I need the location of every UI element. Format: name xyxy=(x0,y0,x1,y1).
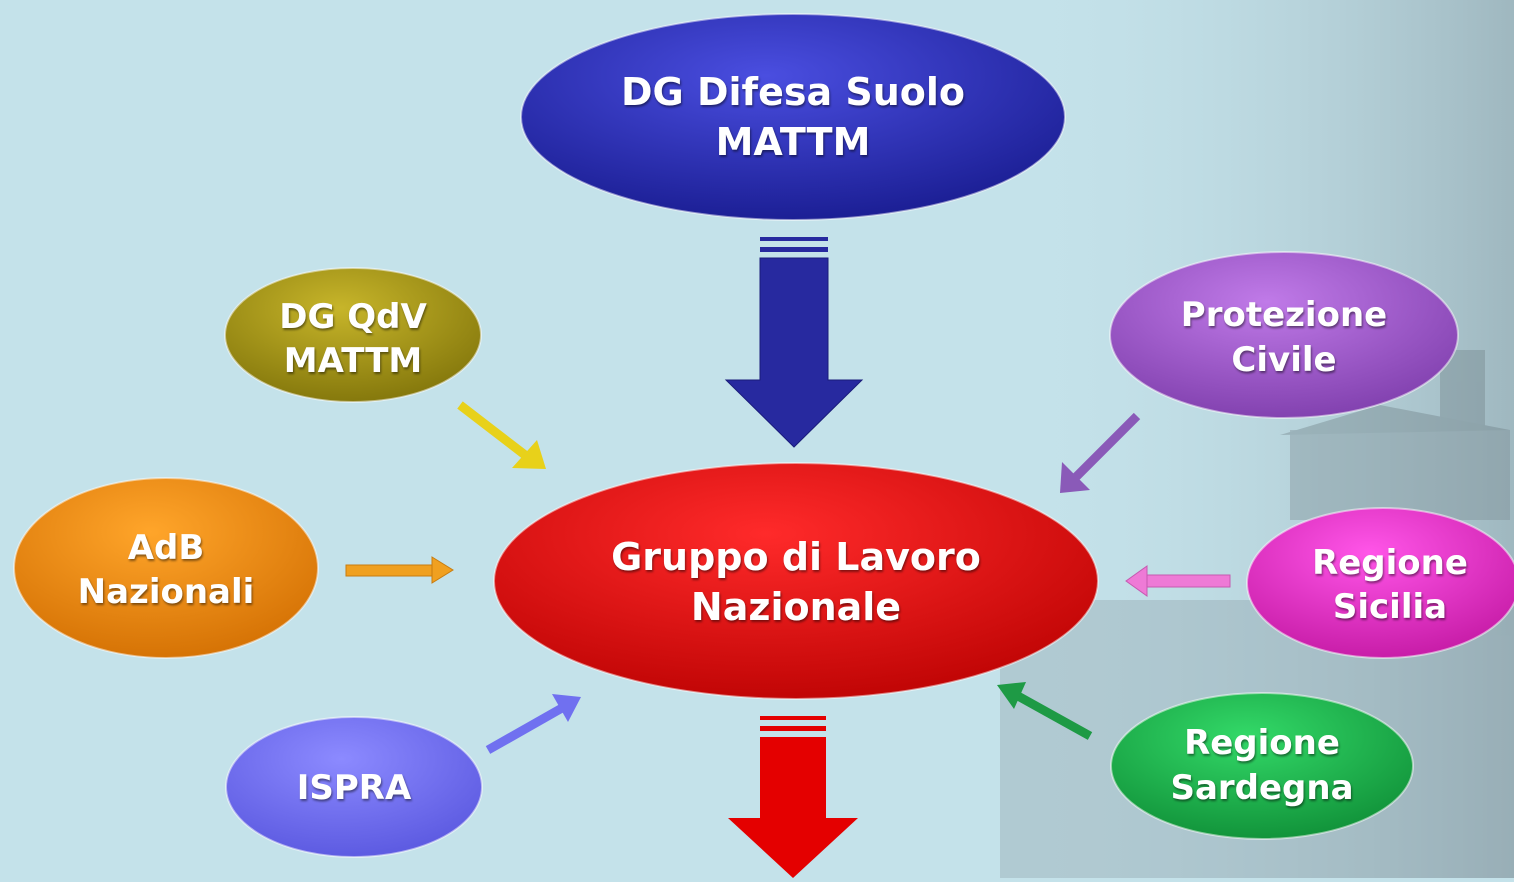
label-ispra-line1: ISPRA xyxy=(296,767,412,808)
arrow-adb-to-gruppo xyxy=(345,556,454,584)
node-sardegna xyxy=(1110,692,1414,840)
arrow-protezione-to-gruppo xyxy=(1060,412,1141,493)
label-dg-difesa-line2: MATTM xyxy=(715,119,871,164)
label-dg-difesa-line1: DG Difesa Suolo xyxy=(621,70,965,115)
arrow-sardegna-to-gruppo xyxy=(997,682,1093,740)
arrow-sicilia-to-gruppo xyxy=(1125,565,1231,597)
label-adb-line2: Nazionali xyxy=(77,572,255,612)
label-protezione-line2: Civile xyxy=(1231,339,1337,380)
label-sicilia-line2: Sicilia xyxy=(1332,587,1448,627)
node-ispra xyxy=(225,716,483,858)
arrow-dg-difesa-to-gruppo xyxy=(724,237,864,448)
label-dg-qdv-line1: DG QdV xyxy=(279,296,427,337)
node-dg-difesa xyxy=(520,13,1066,221)
label-protezione-line1: Protezione xyxy=(1180,295,1388,336)
node-adb xyxy=(13,477,319,659)
label-gruppo-line2: Nazionale xyxy=(690,584,902,629)
node-protezione xyxy=(1109,251,1459,419)
arrow-dg-qdv-to-gruppo xyxy=(457,401,546,469)
label-ispra: ISPRA xyxy=(250,760,458,816)
node-sicilia xyxy=(1246,507,1514,659)
arrow-ispra-to-gruppo xyxy=(485,694,581,754)
label-dg-qdv-line2: MATTM xyxy=(283,341,423,381)
label-gruppo-line1: Gruppo di Lavoro xyxy=(611,535,981,580)
node-gruppo xyxy=(493,462,1099,700)
node-dg-qdv xyxy=(224,267,482,403)
label-sicilia-line1: Regione xyxy=(1312,542,1468,583)
label-adb-line1: AdB xyxy=(127,527,205,568)
label-sardegna-line2: Sardegna xyxy=(1170,767,1354,808)
label-sardegna-line1: Regione xyxy=(1184,723,1340,764)
arrow-gruppo-output xyxy=(728,716,858,878)
